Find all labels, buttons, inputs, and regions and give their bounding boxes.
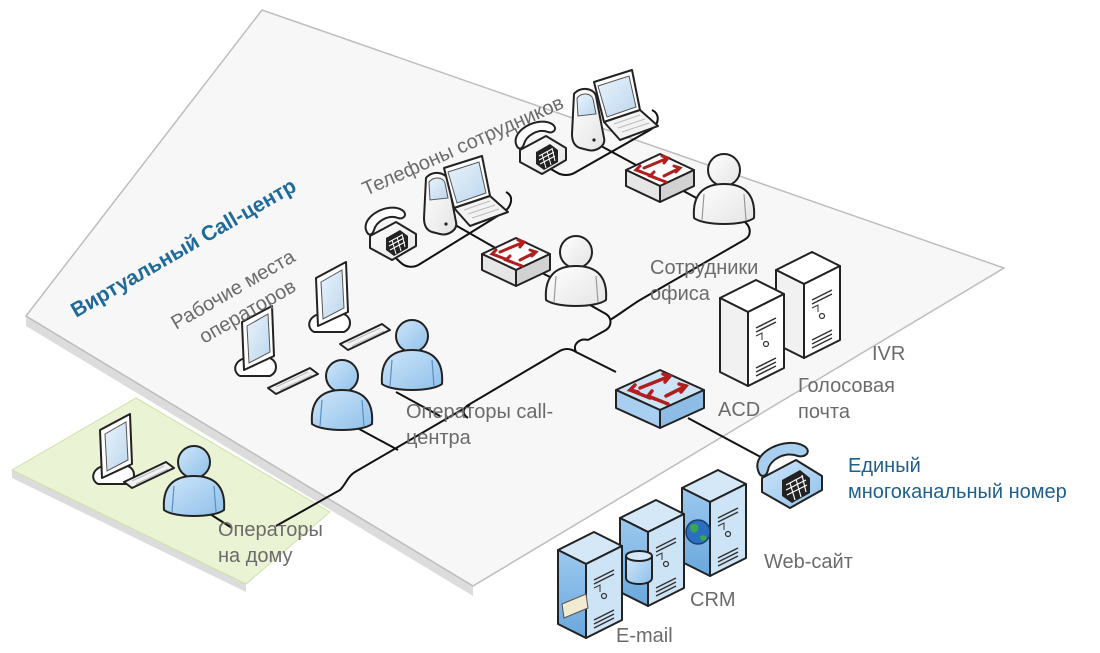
label-crm: CRM [690, 589, 736, 611]
wire-phones-row1 [381, 191, 512, 268]
wire-user1-trunk [587, 304, 612, 341]
wire-trunk-acd [574, 338, 617, 373]
wire-operator2-trunk [395, 391, 441, 417]
label-acd: ACD [718, 399, 760, 421]
wire-home-operator [209, 513, 233, 529]
label-operators-2: центра [406, 427, 472, 449]
database-icon [625, 550, 653, 585]
label-website: Web-сайт [764, 551, 853, 573]
email-server-icon [557, 531, 623, 639]
platform-surface [24, 9, 1006, 587]
wire-user2-trunk [609, 219, 751, 321]
wire-phones-row2 [534, 109, 659, 176]
globe-icon [685, 519, 711, 545]
envelope-icon [561, 593, 589, 619]
ivr-server-icon [775, 251, 841, 359]
main-phone-icon [756, 441, 823, 509]
voicemail-server-icon [719, 279, 785, 387]
label-single-number-1: Единый [848, 455, 921, 477]
label-voicemail-1: Голосовая [798, 375, 895, 397]
label-home-operators-2: на дому [218, 545, 293, 567]
label-email: E-mail [616, 625, 673, 647]
wire-acd-mainphone [687, 417, 771, 463]
label-office-staff-1: Сотрудники [650, 257, 758, 279]
wire-trunk-operators [275, 348, 577, 527]
label-operators-1: Операторы call- [406, 401, 553, 423]
label-single-number-2: многоканальный номер [848, 481, 1067, 503]
platform-virtual-callcenter [24, 9, 1006, 596]
label-office-staff-2: офиса [650, 283, 711, 305]
label-home-operators-1: Операторы [218, 519, 323, 541]
label-ivr: IVR [872, 343, 905, 365]
label-voicemail-2: почта [798, 401, 851, 423]
